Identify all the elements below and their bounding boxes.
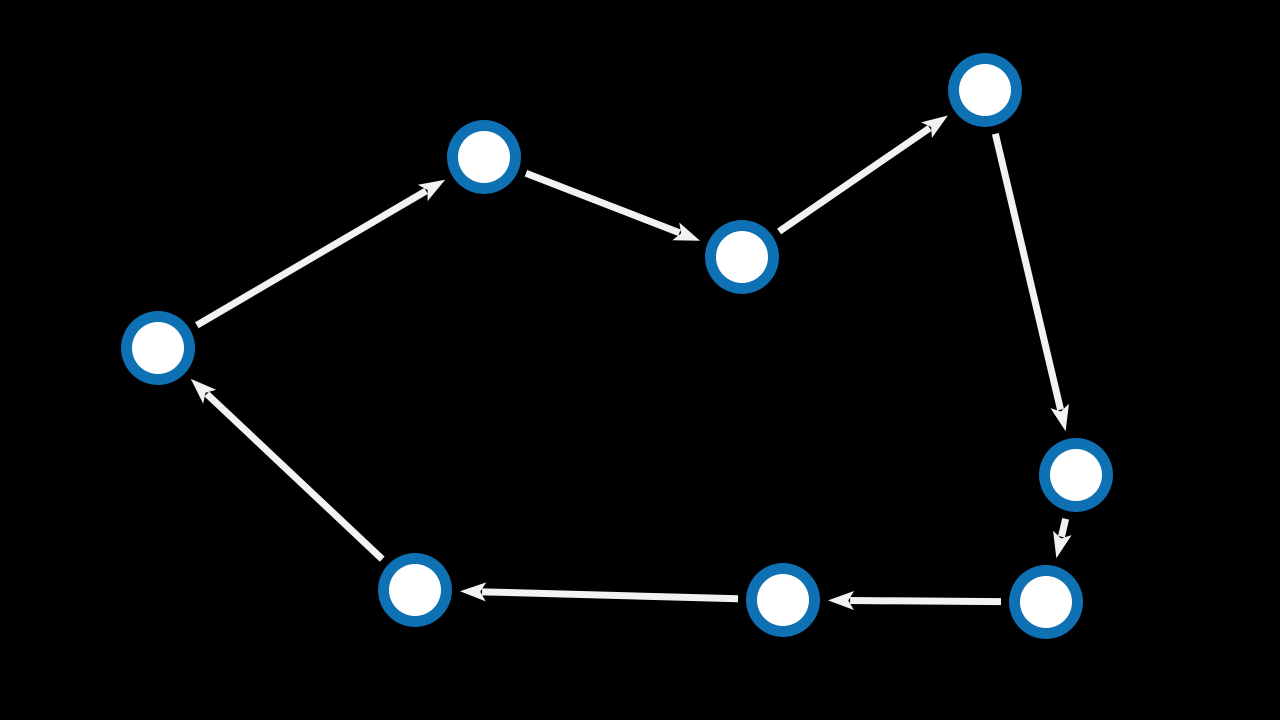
node-fill	[716, 231, 768, 283]
node-fill	[389, 564, 441, 616]
graph-node[interactable]	[948, 53, 1022, 127]
node-layer	[121, 53, 1113, 639]
edge-line	[850, 597, 1002, 606]
graph-edge	[195, 179, 446, 329]
node-fill	[1050, 449, 1102, 501]
edge-arrowhead-icon	[828, 591, 855, 611]
graph-node[interactable]	[1039, 438, 1113, 512]
graph-edge	[190, 378, 385, 562]
graph-edge	[991, 132, 1069, 432]
graph-edge	[777, 115, 948, 235]
graph-node[interactable]	[705, 220, 779, 294]
edge-line	[524, 169, 681, 237]
graph-node[interactable]	[1009, 565, 1083, 639]
node-fill	[132, 322, 184, 374]
edge-line	[195, 187, 428, 329]
graph-node[interactable]	[378, 553, 452, 627]
graph-edge	[459, 582, 739, 603]
edge-arrowhead-icon	[1053, 530, 1072, 559]
edge-line	[1058, 517, 1070, 538]
graph-node[interactable]	[447, 120, 521, 194]
edge-arrowhead-icon	[672, 222, 701, 241]
edge-arrowhead-icon	[1050, 403, 1069, 432]
graph-edge	[524, 169, 701, 241]
node-fill	[1020, 576, 1072, 628]
graph-edge	[1053, 517, 1072, 559]
node-fill	[959, 64, 1011, 116]
edge-line	[777, 125, 932, 235]
edge-arrowhead-icon	[459, 582, 487, 602]
graph-node[interactable]	[746, 563, 820, 637]
graph-edge	[828, 591, 1002, 611]
edge-line	[481, 588, 739, 603]
edge-arrowhead-icon	[417, 179, 446, 202]
node-fill	[757, 574, 809, 626]
edge-arrowhead-icon	[921, 115, 948, 139]
edge-layer	[190, 115, 1072, 611]
graph-node[interactable]	[121, 311, 195, 385]
edge-line	[991, 132, 1064, 411]
edge-arrowhead-icon	[190, 378, 217, 404]
edge-line	[204, 391, 385, 562]
node-fill	[458, 131, 510, 183]
